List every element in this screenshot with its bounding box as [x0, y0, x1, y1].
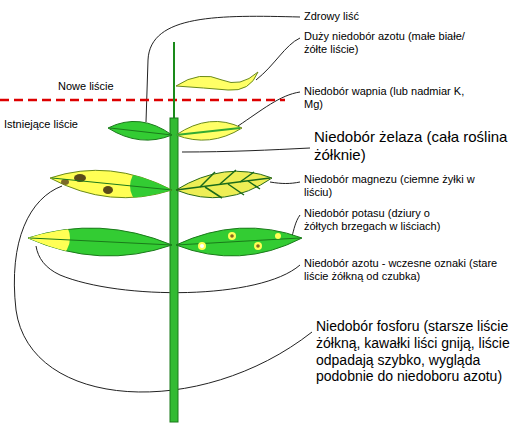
stem-tip: [173, 42, 175, 122]
healthy-leaf: [108, 121, 172, 140]
deficiency-label: Niedobór azotu - wczesne oznaki (stare l…: [304, 257, 516, 283]
deficiency-label: Niedobór fosforu (starsze liście żółkną,…: [316, 318, 516, 385]
zone-label: Istniejące liście: [4, 118, 114, 131]
magnesium-leaf: [176, 171, 272, 197]
deficiency-label: Niedobór potasu (dziury o żółtych brzega…: [304, 207, 454, 233]
deficiency-label: Niedobór magnezu (ciemne żyłki w liściu): [304, 173, 504, 199]
zone-label: Nowe liście: [58, 80, 158, 93]
leader-lines: [14, 16, 312, 392]
deficiency-label: Niedobór wapnia (lub nadmiar K, Mg): [304, 85, 484, 111]
new-leaves-line: [0, 99, 285, 102]
calcium-leaf: [176, 121, 242, 140]
healthy-label: Zdrowy liść: [304, 10, 454, 23]
stem: [170, 118, 178, 422]
new-leaf: [176, 72, 258, 90]
deficiency-label: Niedobór żelaza (cała roślina żółknie): [314, 128, 514, 164]
potassium-leaf: [176, 228, 302, 256]
deficiency-label: Duży niedobór azotu (małe białe/żółte li…: [304, 30, 484, 56]
